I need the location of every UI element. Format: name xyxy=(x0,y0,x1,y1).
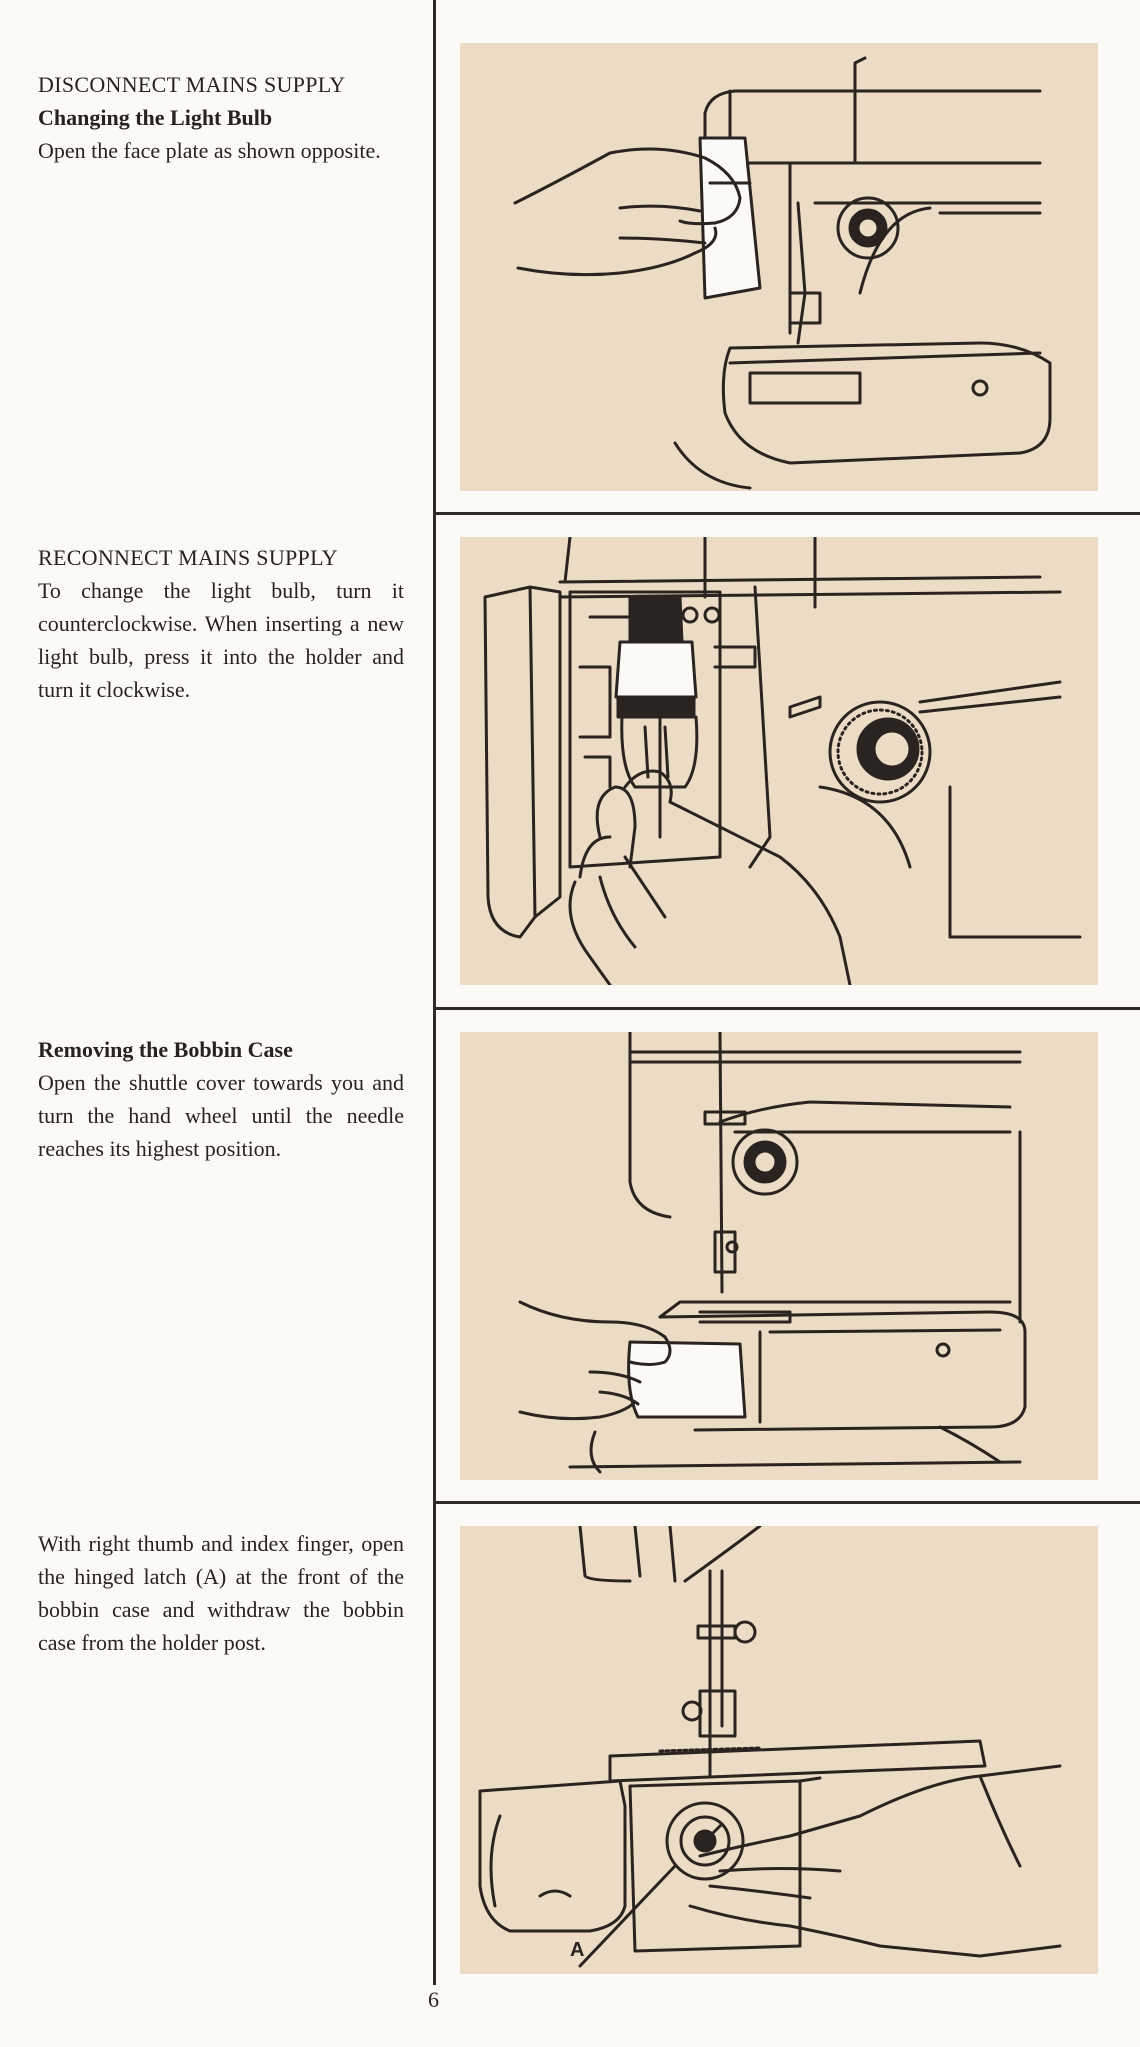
section-divider xyxy=(435,1007,1140,1010)
page-number: 6 xyxy=(428,1987,439,2012)
face-plate-drawing xyxy=(513,56,1052,490)
illustration-bobbin-case: A xyxy=(460,1526,1098,1974)
shuttle-cover-drawing xyxy=(518,1032,1027,1474)
section-divider xyxy=(435,1501,1140,1504)
section-divider xyxy=(435,512,1140,515)
section-subheading: Changing the Light Bulb xyxy=(38,105,273,130)
illustration-shuttle-cover xyxy=(460,1032,1098,1480)
bobbin-case-drawing: A xyxy=(478,1526,1062,1968)
instruction-text: To change the light bulb, turn it counte… xyxy=(38,578,404,702)
section-heading: RECONNECT MAINS SUPPLY xyxy=(38,545,338,570)
instruction-block-latch: With right thumb and index finger, open … xyxy=(38,1527,404,1659)
instruction-block-reconnect: RECONNECT MAINS SUPPLY To change the lig… xyxy=(38,541,404,706)
light-bulb-drawing xyxy=(483,537,1082,985)
illustration-light-bulb xyxy=(460,537,1098,985)
callout-label-a: A xyxy=(570,1939,584,1961)
instruction-text: With right thumb and index finger, open … xyxy=(38,1531,404,1655)
column-divider xyxy=(433,0,436,1985)
instruction-text: Open the shuttle cover towards you and t… xyxy=(38,1070,404,1161)
instruction-text: Open the face plate as shown opposite. xyxy=(38,138,381,163)
instruction-block-light-bulb: DISCONNECT MAINS SUPPLY Changing the Lig… xyxy=(38,68,404,167)
instruction-block-bobbin-case: Removing the Bobbin Case Open the shuttl… xyxy=(38,1033,404,1165)
section-heading: DISCONNECT MAINS SUPPLY xyxy=(38,72,346,97)
section-subheading: Removing the Bobbin Case xyxy=(38,1037,293,1062)
illustration-face-plate xyxy=(460,43,1098,491)
